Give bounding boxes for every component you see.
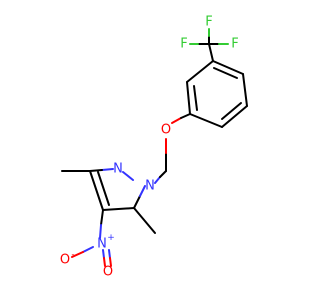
bond-n2-c3-n (101, 168, 114, 171)
bond-o-ar-c (180, 113, 191, 119)
bond-c4-nitro-c (100, 209, 104, 226)
atom-n-ring-2: N (113, 162, 123, 177)
atom-n-ring-1: N (145, 179, 155, 194)
bond-nitro-o2-o (103, 257, 106, 267)
atom-f-1: F (180, 37, 187, 52)
bond-ar-c3-c4 (242, 73, 248, 107)
bond-c5-n1-n (139, 185, 146, 197)
bond-ar-c2-c3-inner (221, 102, 242, 120)
bond-o-ar-o (171, 117, 182, 124)
bond-ar-c1-c2 (189, 113, 223, 128)
bond-n2-c3-c (89, 169, 103, 172)
atom-n-nitro: N (97, 237, 107, 252)
structure-canvas: N N N + O - O O F F F (59, 14, 248, 280)
bond-ar-c4-c5-inner (213, 67, 238, 79)
bond-ar-c5-c6 (186, 60, 214, 83)
bond-n1-n2 (122, 171, 134, 181)
atom-o-nitro-1: O (60, 253, 70, 268)
atom-n-nitro-charge: + (107, 233, 115, 243)
bond-nitro-o1-o (71, 251, 84, 258)
atom-f-3: F (231, 37, 238, 52)
bond-ar-c2-c3 (221, 105, 248, 128)
bond-n1-ch2-c (159, 170, 167, 178)
bond-nitro-o1-n (82, 246, 94, 253)
bond-c4-nitro-n (99, 224, 102, 239)
bond-c4-c5 (102, 207, 135, 211)
bond-c3-c4 (89, 170, 104, 211)
bond-c3-c4-double (97, 171, 110, 206)
bond-nitro-o2-n-double (108, 249, 111, 259)
bond-ar-c4-c5 (212, 60, 244, 75)
bond-nitro-o2-o-double (109, 257, 112, 267)
bond-n1-ch2-n (154, 176, 161, 184)
atom-o-nitro-1-charge: - (71, 250, 74, 260)
molecule-diagram: N N N + O - O O F F F (60, 15, 248, 280)
bond-c5-methyl (133, 207, 156, 234)
bond-c5-n1-c (133, 195, 141, 209)
atom-f-2: F (205, 15, 212, 30)
bond-ar-cf3 (208, 43, 214, 62)
atom-o-nitro-2: O (103, 265, 113, 280)
atom-o-ether: O (161, 123, 171, 138)
bond-ar-c6-c1 (186, 81, 191, 115)
bond-nitro-o2-n (102, 249, 105, 259)
bond-ar-c6-c1-inner (193, 85, 198, 111)
